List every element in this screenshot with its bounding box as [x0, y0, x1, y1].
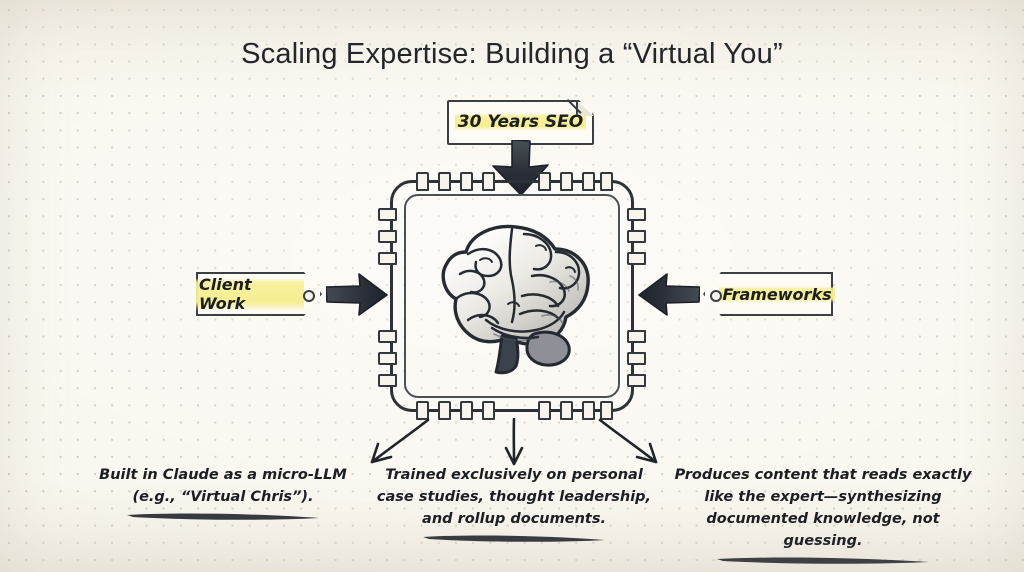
caption-line: like the expert—synthesizing: [704, 489, 942, 506]
caption-line: Trained exclusively on personal: [385, 467, 643, 483]
chip-pin: [600, 172, 613, 191]
tag-hole-icon: [710, 290, 722, 302]
chip-pin: [378, 252, 397, 265]
caption-line: and rollup documents.: [422, 511, 606, 528]
arrow-left-into-chip-icon: [638, 273, 700, 316]
chip-pin: [378, 330, 397, 343]
arrow-right-into-chip-icon: [326, 273, 388, 316]
chip-pin: [378, 374, 397, 387]
brain-chip-core: [378, 172, 646, 420]
caption-line: case studies, thought leadership,: [376, 489, 652, 506]
chip-pin: [627, 230, 646, 243]
tag-label-client-work: Client Work: [196, 275, 304, 313]
chip-pin: [438, 401, 451, 420]
chip-pin: [378, 230, 397, 243]
caption-line: Produces content that reads exactly: [674, 467, 972, 483]
chip-inner-frame: [404, 194, 620, 398]
arrow-down-to-caption-icon: [504, 418, 524, 466]
chip-pin: [416, 401, 429, 420]
tag-label-frameworks: Frameworks: [719, 284, 835, 304]
chip-pin: [560, 172, 573, 191]
chip-pin: [378, 352, 397, 365]
caption-underline: [423, 535, 605, 542]
chip-pin: [627, 374, 646, 387]
chip-pin: [627, 330, 646, 343]
chip-pin: [538, 172, 551, 191]
chip-pin: [627, 352, 646, 365]
output-caption-left: Built in Claude as a micro-LLM (e.g., “V…: [78, 464, 368, 522]
chip-pin: [600, 401, 613, 420]
chip-pin: [438, 172, 451, 191]
tag-hole-icon: [303, 290, 315, 302]
page-title: Scaling Expertise: Building a “Virtual Y…: [241, 38, 783, 70]
chip-pin: [482, 172, 495, 191]
sticky-note-text: 30 Years SEO: [447, 100, 594, 145]
chip-pin: [416, 172, 429, 191]
tag-text: Frameworks: [703, 272, 835, 316]
input-tag-client-work[interactable]: Client Work: [196, 272, 322, 316]
caption-underline: [717, 557, 929, 564]
arrow-down-right-to-caption-icon: [598, 418, 658, 464]
chip-pin: [538, 401, 551, 420]
brain-icon: [441, 224, 590, 375]
input-note-30-years-seo[interactable]: 30 Years SEO: [447, 85, 595, 145]
chip-pin: [627, 252, 646, 265]
output-caption-center: Trained exclusively on personal case stu…: [376, 464, 652, 544]
input-tag-frameworks[interactable]: Frameworks: [703, 272, 835, 316]
chip-pin: [560, 401, 573, 420]
caption-underline: [127, 513, 319, 520]
chip-pin: [378, 208, 397, 221]
chip-pin: [482, 401, 495, 420]
chip-pin: [627, 208, 646, 221]
chip-pin: [582, 172, 595, 191]
caption-line: Built in Claude as a micro-LLM: [99, 467, 347, 483]
caption-line: documented knowledge, not guessing.: [706, 511, 940, 550]
output-caption-right: Produces content that reads exactly like…: [668, 464, 978, 566]
chip-pin: [460, 401, 473, 420]
chip-outer-frame: [390, 180, 634, 412]
sticky-note-label: 30 Years SEO: [454, 111, 587, 132]
caption-line: (e.g., “Virtual Chris”).: [132, 489, 314, 506]
chip-pin: [582, 401, 595, 420]
chip-pin: [460, 172, 473, 191]
arrow-down-left-to-caption-icon: [370, 418, 430, 464]
